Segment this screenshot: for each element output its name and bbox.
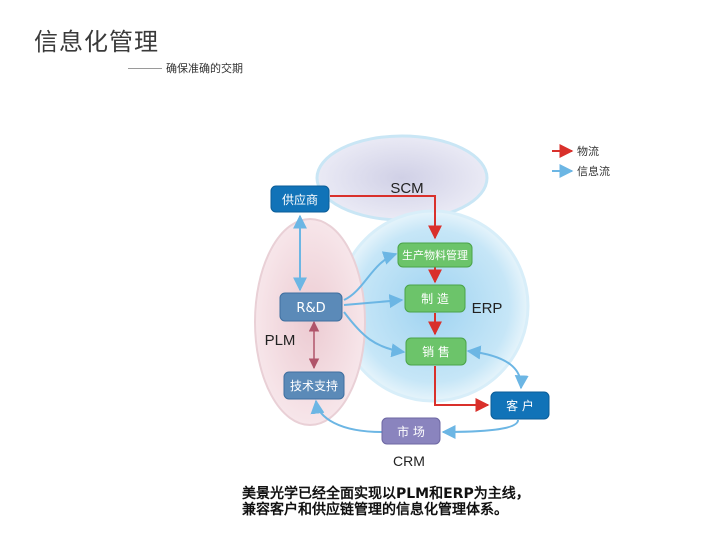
arrow-rd-to-manufacturing: [343, 294, 404, 309]
arrow-market-to-techsupport: [310, 399, 383, 433]
tech-support-node[interactable]: 技术支持: [283, 371, 345, 400]
legend-info-flow-label: 信息流: [577, 164, 610, 178]
sales-node[interactable]: 销 售: [405, 337, 467, 366]
tech-support-label: 技术支持: [290, 378, 338, 393]
customer-node[interactable]: 客 户: [490, 391, 550, 420]
legend-material-flow-label: 物流: [577, 144, 599, 158]
material-flow-arrows: [330, 195, 490, 412]
caption-line-1: 美景光学已经全面实现以PLM和ERP为主线，: [242, 486, 530, 502]
scm-label: SCM: [390, 180, 423, 197]
subtitle-divider: [128, 68, 162, 69]
rd-node[interactable]: R&D: [279, 292, 343, 322]
erp-label: ERP: [472, 300, 503, 317]
sales-label: 销 售: [422, 344, 450, 359]
info-flow-arrows: [293, 214, 529, 439]
market-label: 市 场: [397, 424, 425, 439]
plm-label: PLM: [265, 332, 296, 349]
page-title: 信息化管理: [34, 28, 159, 56]
caption: 美景光学已经全面实现以PLM和ERP为主线， 兼容客户和供应链管理的信息化管理体…: [242, 486, 530, 518]
market-node[interactable]: 市 场: [381, 417, 441, 445]
customer-label: 客 户: [506, 398, 534, 413]
arrow-sales-customer: [466, 345, 529, 390]
arrow-rd-to-planning: [343, 251, 398, 301]
arrow-supplier-to-planning: [330, 195, 442, 240]
supplier-node[interactable]: 供应商: [270, 185, 330, 213]
production-planning-node[interactable]: 生产物料管理: [397, 242, 473, 268]
supplier-label: 供应商: [282, 192, 318, 207]
arrow-customer-to-market: [441, 419, 519, 439]
manufacturing-label: 制 造: [421, 292, 449, 306]
production-planning-label: 生产物料管理: [402, 248, 468, 262]
arrow-rd-to-sales: [343, 311, 406, 358]
page-subtitle: 确保准确的交期: [166, 62, 243, 75]
manufacturing-node[interactable]: 制 造: [404, 284, 466, 313]
crm-label: CRM: [393, 453, 425, 469]
caption-line-2: 兼容客户和供应链管理的信息化管理体系。: [242, 502, 508, 518]
scm-region: [315, 134, 489, 222]
arrow-sales-to-customer: [434, 366, 490, 412]
legend: 物流 信息流: [552, 144, 610, 178]
rd-label: R&D: [296, 301, 325, 316]
